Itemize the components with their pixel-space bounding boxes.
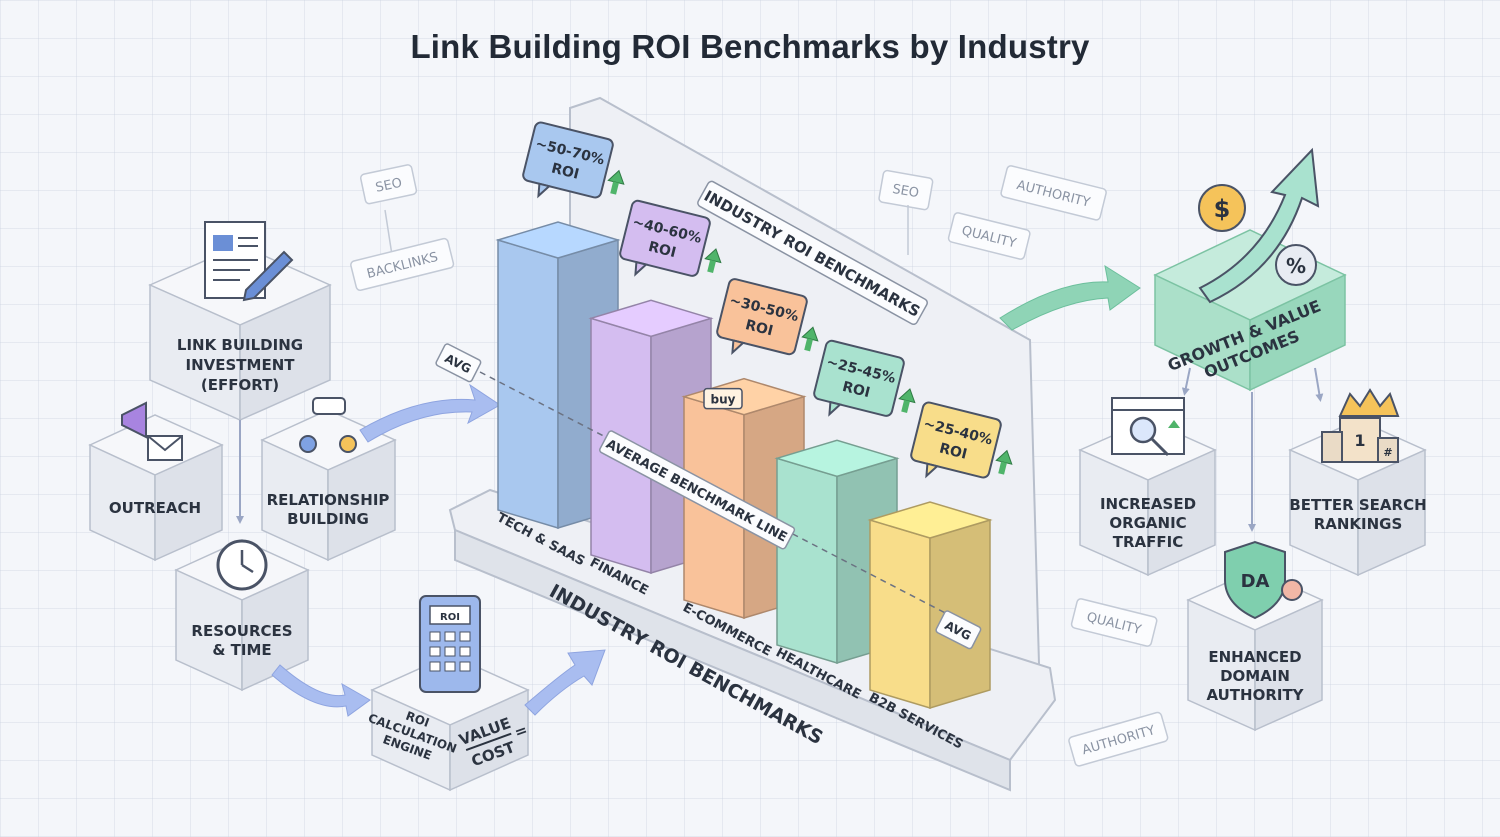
roi-unit-label: ROI [647,239,678,261]
roi-unit-label: ROI [550,161,581,183]
shield-icon [1224,540,1286,620]
relationship-label-1: RELATIONSHIP [267,491,390,509]
rankings-cube: 1 # BETTER SEARCH RANKINGS [1288,388,1427,577]
up-arrow-icon [1168,420,1180,428]
person-icon [299,435,317,453]
tag-backlinks: BACKLINKS [350,237,455,292]
calculator-label: ROI [440,612,460,623]
flow-connector [1181,367,1191,396]
cart-icon [703,387,743,410]
roi-callout: ~50-70%ROI [522,121,625,199]
rankings-label-1: BETTER SEARCH [1289,496,1426,514]
link-icon [312,397,346,415]
authority-label-3: AUTHORITY [1206,686,1304,704]
outreach-label: OUTREACH [109,499,201,517]
svg-text:SEO: SEO [374,176,403,196]
arrow-engine-to-board [524,649,606,716]
roi-callout: ~30-50%ROI [716,278,819,356]
magnifier-icon [1129,416,1157,444]
dollar-coin-icon [1198,184,1246,232]
cart-icon-label: buy [711,393,736,407]
percent-icon [1275,244,1317,286]
traffic-label-3: TRAFFIC [1113,533,1183,551]
rank-number: 1 [1354,431,1365,450]
tag-authority-top: AUTHORITY [1000,165,1107,221]
arrow-to-board [359,383,501,443]
resources-label-2: & TIME [212,641,271,659]
resources-label-1: RESOURCES [191,622,292,640]
avg-tag-left: AVG [435,343,482,383]
arrow-to-engine [271,664,371,717]
growth-hub: $ % GROWTH & VALUE OUTCOMES [1153,147,1347,392]
formula-equals: = [512,721,530,742]
investment-cube: LINK BUILDING INVESTMENT (EFFORT) [148,221,332,422]
traffic-cube: INCREASED ORGANIC TRAFFIC [1078,397,1217,577]
pencil-icon [242,250,294,302]
traffic-label-2: ORGANIC [1109,514,1186,532]
roi-unit-label: ROI [744,317,775,339]
tag-quality-top: QUALITY [947,212,1031,260]
roi-callout: ~25-40%ROI [910,401,1013,479]
tag-seo-right: SEO [878,169,934,211]
crown-icon [1338,388,1400,417]
person-icon [339,435,357,453]
resources-cube: RESOURCES & TIME [174,539,310,692]
authority-label-1: ENHANCED [1208,648,1301,666]
tag-connector [384,209,393,256]
percent-symbol: % [1286,254,1306,278]
da-badge: DA [1241,571,1270,592]
growth-arrow-icon [1198,147,1320,304]
rankings-label-2: RANKINGS [1314,515,1403,533]
relationship-label-2: BUILDING [287,510,369,528]
roi-callout: ~40-60%ROI [619,199,722,277]
bar-healthcare [774,439,900,665]
rank-hash: # [1383,446,1392,459]
dollar-symbol: $ [1214,195,1231,223]
outreach-cube: OUTREACH [88,401,224,562]
flexed-arm-icon [1281,579,1303,601]
investment-label-3: (EFFORT) [201,376,279,394]
page-title: Link Building ROI Benchmarks by Industry [410,28,1090,65]
authority-cube: DA ENHANCED DOMAIN AUTHORITY [1186,540,1324,732]
avg-tag-right: AVG [935,610,982,650]
tag-quality-bottom: QUALITY [1070,598,1158,647]
investment-label-1: LINK BUILDING [177,336,303,354]
tag-authority-bottom: AUTHORITY [1068,711,1169,767]
relationship-cube: RELATIONSHIP BUILDING [260,397,397,562]
traffic-label-1: INCREASED [1100,495,1196,513]
roi-unit-label: ROI [841,379,872,401]
document-image-icon [213,235,233,251]
megaphone-icon [121,401,147,439]
bar-group: TECH & SAAS~50-70%ROIFINANCE~40-60%ROIE-… [494,121,1013,753]
bar-b2b-services [867,501,993,710]
svg-text:SEO: SEO [891,182,920,201]
arrow-to-outcomes [999,264,1141,331]
roi-callout: ~25-45%ROI [813,339,916,417]
authority-label-2: DOMAIN [1220,667,1290,685]
roi-unit-label: ROI [938,441,969,463]
roi-engine-cube: ROI ROI CALCULATION ENGINE VALUE COST = [366,595,530,792]
investment-label-2: INVESTMENT [186,356,296,374]
flow-connector [1314,367,1324,402]
tag-seo-left: SEO [359,164,418,205]
